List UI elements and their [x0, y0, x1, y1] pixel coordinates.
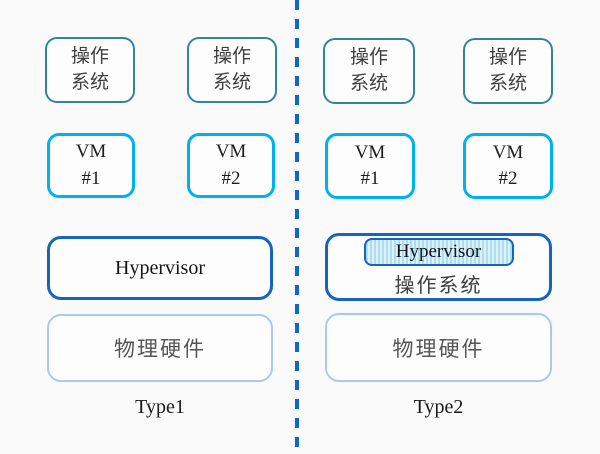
type2-label: Type2: [413, 396, 464, 418]
type2-host-os-box: Hypervisor 操作系统: [325, 233, 552, 301]
type2-hardware-box: 物理硬件: [325, 313, 552, 382]
dashed-divider-line: [295, 0, 299, 454]
type1-label: Type1: [135, 396, 185, 418]
type2-guest-os-box-2: 操作 系统: [463, 38, 553, 104]
type2-guest-os-box-1: 操作 系统: [323, 38, 415, 104]
type1-guest-os-box-2: 操作 系统: [187, 37, 277, 103]
type1-vm2-box: VM #2: [187, 133, 275, 198]
type1-guest-os-box-1: 操作 系统: [45, 37, 135, 103]
type1-vm1-box: VM #1: [47, 133, 135, 198]
type2-vm2-box: VM #2: [463, 133, 553, 199]
type1-hardware-box: 物理硬件: [47, 314, 273, 382]
type2-hypervisor-box: Hypervisor: [363, 238, 514, 266]
type2-vm1-box: VM #1: [325, 133, 415, 199]
type2-host-os-label: 操作系统: [394, 275, 483, 297]
type1-hypervisor-box: Hypervisor: [47, 236, 273, 300]
